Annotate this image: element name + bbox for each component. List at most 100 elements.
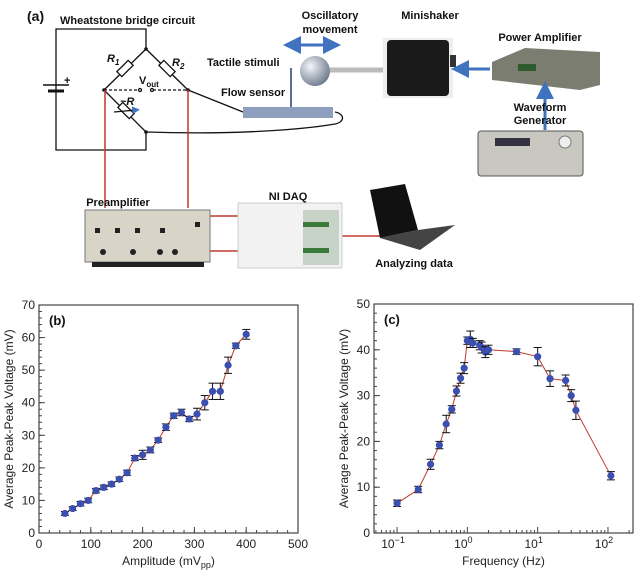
- data-point: [69, 504, 77, 513]
- signal-wires: [104, 90, 385, 252]
- y-tick-label: 40: [357, 343, 371, 357]
- x-tick-label: 200: [133, 537, 153, 551]
- data-point: [100, 483, 108, 491]
- battery-plus: +: [64, 75, 70, 87]
- data-point: [201, 399, 209, 407]
- x-tick-label: 102: [595, 535, 613, 551]
- x-tick-label: 500: [288, 537, 308, 551]
- data-point: [567, 392, 575, 400]
- data-point: [242, 330, 250, 338]
- x-tick-label: 300: [184, 537, 204, 551]
- waveform-label-2: Generator: [514, 115, 567, 127]
- data-point: [115, 475, 123, 483]
- data-point: [426, 460, 435, 468]
- panel-label: (c): [384, 312, 400, 327]
- panel-label: (b): [49, 313, 66, 328]
- data-point: [146, 446, 154, 454]
- y-tick-label: 40: [22, 396, 36, 410]
- y-axis-label: Average Peak-Peak Voltage (mV): [2, 329, 16, 508]
- resistor-r1: [115, 59, 135, 78]
- x-tick-label: 400: [236, 537, 256, 551]
- data-point: [435, 441, 443, 449]
- data-point: [512, 348, 521, 356]
- data-point: [534, 353, 542, 361]
- minishaker-label: Minishaker: [401, 10, 459, 22]
- power-amplifier-device: [492, 48, 600, 90]
- resistor-r2: [157, 59, 177, 78]
- panel-a-diagram: (a) Wheatstone bridge circuit + R1 R2: [27, 8, 600, 270]
- series-line: [64, 333, 247, 514]
- power-amp-label: Power Amplifier: [498, 32, 582, 44]
- data-point: [224, 361, 232, 369]
- data-point: [193, 410, 201, 418]
- wheatstone-bridge: [43, 28, 344, 151]
- y-axis-label: Average Peak-Peak Voltage (mV): [337, 329, 351, 508]
- x-tick-label: 10−1: [381, 535, 405, 551]
- data-point: [185, 415, 193, 423]
- data-point: [460, 364, 468, 372]
- y-tick-label: 50: [22, 363, 36, 377]
- plot-frame: [373, 303, 634, 534]
- x-tick-label: 100: [81, 537, 101, 551]
- data-point: [607, 472, 615, 480]
- data-point: [208, 387, 217, 395]
- data-point: [61, 509, 69, 518]
- circuit-title: Wheatstone bridge circuit: [60, 15, 195, 27]
- x-axis-label: Frequency (Hz): [462, 554, 545, 568]
- data-point: [76, 500, 85, 508]
- x-tick-label: 0: [36, 537, 43, 551]
- y-tick-label: 60: [22, 331, 36, 345]
- y-tick-label: 0: [28, 526, 35, 540]
- preamplifier-device: [84, 209, 211, 263]
- oscillatory-label-2: movement: [302, 24, 357, 36]
- x-axis-label: Amplitude (mVpp): [122, 554, 215, 570]
- y-tick-label: 20: [22, 461, 36, 475]
- data-point: [162, 423, 170, 431]
- flow-sensor-label: Flow sensor: [221, 87, 286, 99]
- y-tick-label: 0: [363, 526, 370, 540]
- series-line: [396, 338, 612, 504]
- data-point: [572, 406, 580, 414]
- data-point: [414, 485, 422, 494]
- data-point: [107, 480, 116, 488]
- y-tick-label: 50: [357, 297, 371, 311]
- y-tick-label: 20: [357, 434, 371, 448]
- r1-label: R1: [107, 53, 120, 67]
- data-point: [84, 496, 92, 505]
- daq-label: NI DAQ: [269, 191, 308, 203]
- data-point: [232, 342, 240, 350]
- data-point: [131, 454, 139, 462]
- panel-a-label: (a): [27, 8, 44, 24]
- data-point: [448, 405, 456, 413]
- data-point: [442, 420, 450, 428]
- tactile-ball: [300, 56, 330, 86]
- waveform-label-1: Waveform: [514, 102, 567, 114]
- variable-r-label: ~R: [120, 96, 134, 108]
- preamp-label: Preamplifier: [86, 197, 150, 209]
- data-point: [546, 375, 554, 383]
- data-point: [170, 412, 178, 420]
- data-point: [139, 451, 147, 459]
- y-tick-label: 10: [357, 480, 371, 494]
- data-point: [216, 387, 224, 395]
- laptop-device: [370, 184, 418, 238]
- data-point: [484, 346, 493, 354]
- y-tick-label: 70: [22, 298, 36, 312]
- data-point: [562, 376, 570, 385]
- data-point: [469, 339, 477, 347]
- r2-label: R2: [172, 57, 185, 71]
- data-point: [177, 408, 186, 417]
- data-point: [393, 499, 401, 507]
- flow-sensor: [243, 107, 333, 118]
- data-point: [456, 374, 465, 382]
- tactile-label: Tactile stimuli: [207, 57, 280, 69]
- y-tick-label: 10: [22, 493, 36, 507]
- vout-label: Vout: [139, 75, 159, 89]
- y-tick-label: 30: [357, 389, 371, 403]
- data-point: [452, 387, 461, 395]
- x-tick-label: 100: [454, 535, 472, 551]
- x-tick-label: 101: [524, 535, 542, 551]
